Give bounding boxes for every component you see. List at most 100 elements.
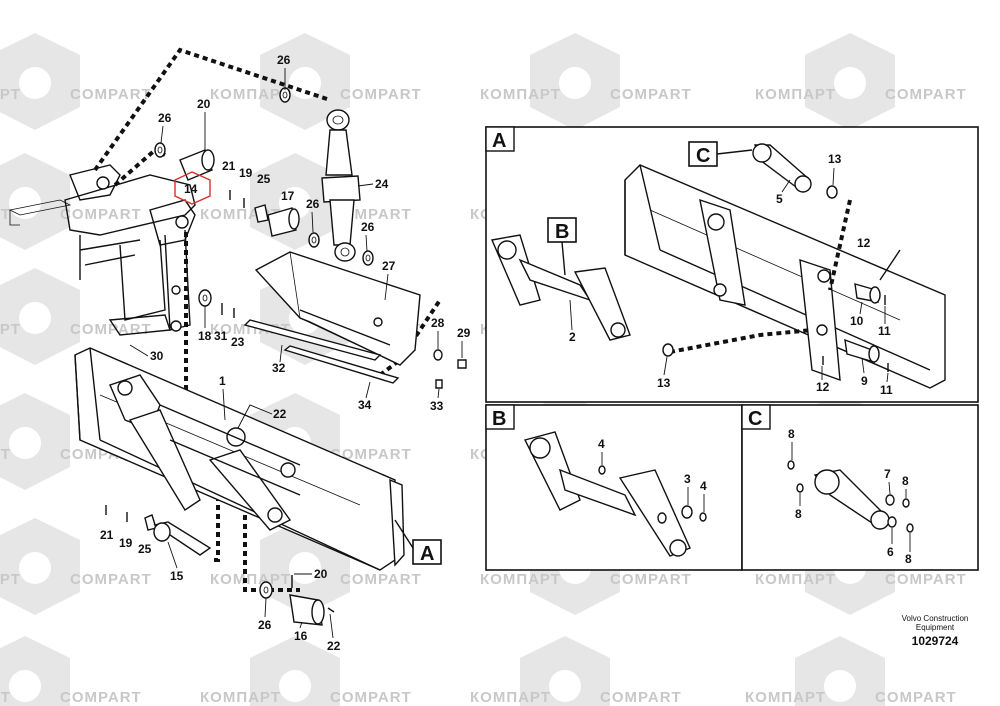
watermark-text-latin: COMPART	[70, 571, 152, 588]
watermark-logo-hole	[834, 67, 866, 99]
callout-16: 16	[294, 629, 308, 643]
watermark-logo-hole	[19, 552, 51, 584]
watermark-text-cyrillic: КОМПАРТ	[755, 571, 836, 588]
watermark-text-latin: COMPART	[70, 86, 152, 103]
callout-21-bottom: 21	[100, 528, 114, 542]
watermark-logo-hole	[19, 302, 51, 334]
watermark-text-latin: COMPART	[330, 689, 412, 706]
watermark-text-cyrillic: КОМПАРТ	[0, 446, 11, 463]
brand-line-2: Equipment	[915, 623, 955, 632]
tag-a-main: A	[420, 543, 434, 565]
callout-8-right-bottom: 8	[905, 552, 912, 566]
watermark-text-cyrillic: КОМПАРТ	[755, 86, 836, 103]
tag-c-panel: C	[748, 408, 762, 430]
callout-25-bottom: 25	[138, 542, 152, 556]
callout-17: 17	[281, 189, 295, 203]
callout-33: 33	[430, 399, 444, 413]
watermark-logo-hole	[9, 427, 41, 459]
watermark-text-cyrillic: КОМПАРТ	[210, 86, 291, 103]
watermark-text-latin: COMPART	[610, 571, 692, 588]
callout-12-bottom: 12	[816, 380, 830, 394]
watermark-text-cyrillic: КОМПАРТ	[200, 689, 281, 706]
watermark-text-latin: COMPART	[70, 321, 152, 338]
callout-26-bottom: 26	[258, 618, 272, 632]
watermark-text-latin: COMPART	[885, 571, 967, 588]
detail-tags: A A B C B C	[420, 130, 762, 565]
callout-1: 1	[219, 374, 226, 388]
callout-26-right: 26	[361, 220, 375, 234]
watermark-text-cyrillic: КОМПАРТ	[0, 571, 21, 588]
watermark-text-cyrillic: КОМПАРТ	[0, 206, 11, 223]
callout-13-top: 13	[828, 152, 842, 166]
callout-30: 30	[150, 349, 164, 363]
watermark-text-latin: COMPART	[60, 206, 142, 223]
watermark-text-latin: COMPART	[600, 689, 682, 706]
callout-26-left: 26	[158, 111, 172, 125]
tag-c-callout: C	[696, 145, 710, 167]
watermark-text-latin: COMPART	[60, 689, 142, 706]
document-number: 1029724	[911, 634, 959, 648]
watermark-text-latin: COMPART	[340, 571, 422, 588]
watermark-logo-hole	[289, 552, 321, 584]
detail-panel-a	[485, 126, 979, 403]
callout-21-top: 21	[222, 159, 236, 173]
watermark-text-cyrillic: КОМПАРТ	[480, 86, 561, 103]
watermark-text-cyrillic: КОМПАРТ	[0, 321, 21, 338]
callout-2: 2	[569, 330, 576, 344]
brand-label: Volvo Construction Equipment	[880, 614, 990, 632]
watermark-text-latin: COMPART	[875, 689, 957, 706]
watermark-logo-hole	[279, 670, 311, 702]
watermark-logo-hole	[9, 187, 41, 219]
watermark-text-cyrillic: КОМПАРТ	[480, 571, 561, 588]
watermark-text-latin: COMPART	[340, 86, 422, 103]
callout-27: 27	[382, 259, 396, 273]
watermark-text-cyrillic: КОМПАРТ	[0, 86, 21, 103]
detail-panel-c	[741, 404, 979, 571]
callout-20-top: 20	[197, 97, 211, 111]
callout-5: 5	[776, 192, 783, 206]
watermark-logo-hole	[19, 67, 51, 99]
callout-9: 9	[861, 374, 868, 388]
callout-10: 10	[850, 314, 864, 328]
callout-22-main: 22	[273, 407, 287, 421]
callout-11-bottom: 11	[880, 383, 893, 397]
callout-20-bottom: 20	[314, 567, 328, 581]
callout-32: 32	[272, 361, 286, 375]
callout-13-bottom: 13	[657, 376, 671, 390]
callout-15: 15	[170, 569, 184, 583]
callout-28: 28	[431, 316, 445, 330]
callout-6: 6	[887, 545, 894, 559]
callout-18: 18	[198, 329, 212, 343]
callout-25-top: 25	[257, 172, 271, 186]
tag-b-callout: B	[555, 221, 569, 243]
callout-19-bottom: 19	[119, 536, 133, 550]
watermark-logo-hole	[559, 67, 591, 99]
callout-19-top: 19	[239, 166, 253, 180]
callout-23: 23	[231, 335, 245, 349]
callout-29: 29	[457, 326, 471, 340]
watermark-text-cyrillic: КОМПАРТ	[745, 689, 826, 706]
detail-panel-b	[485, 404, 743, 571]
brand-line-1: Volvo Construction	[901, 614, 969, 623]
callout-8-top: 8	[788, 427, 795, 441]
callout-8-right-top: 8	[902, 474, 909, 488]
callout-31: 31	[214, 329, 228, 343]
callout-34: 34	[358, 398, 372, 412]
callout-12-top: 12	[857, 236, 871, 250]
watermark-text-latin: COMPART	[610, 86, 692, 103]
callout-26-top: 26	[277, 53, 291, 67]
watermark-text-cyrillic: КОМПАРТ	[0, 689, 11, 706]
callout-22-bottom: 22	[327, 639, 341, 653]
watermark-logo-hole	[824, 670, 856, 702]
tag-b-panel: B	[492, 408, 506, 430]
watermark-logo-hole	[9, 670, 41, 702]
main-exploded-view	[8, 47, 467, 626]
watermark-text-latin: COMPART	[885, 86, 967, 103]
callout-24: 24	[375, 177, 389, 191]
callout-4-top: 4	[598, 437, 605, 451]
callout-26-mid: 26	[306, 197, 320, 211]
callout-4-right: 4	[700, 479, 707, 493]
callout-3: 3	[684, 472, 691, 486]
callout-7: 7	[884, 467, 891, 481]
